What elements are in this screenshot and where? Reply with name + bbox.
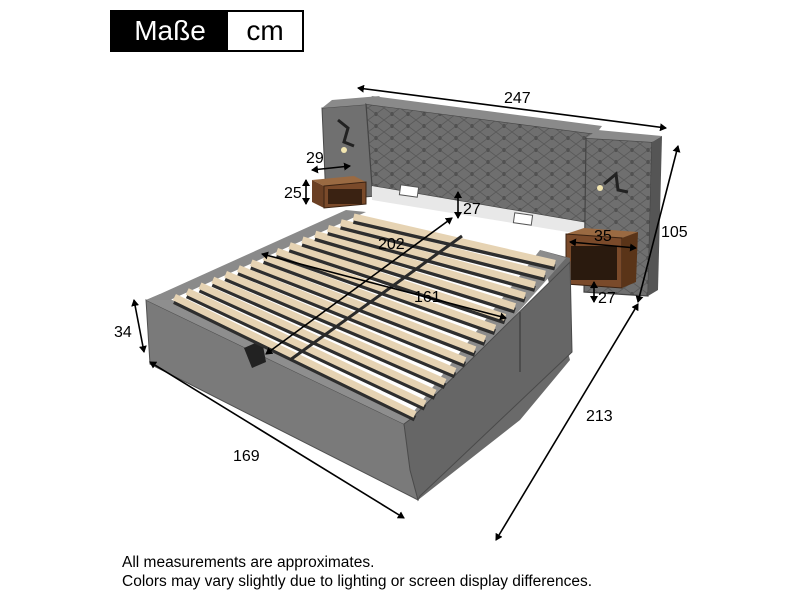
unit-label: cm	[228, 12, 302, 50]
dim-bed-width: 169	[233, 448, 260, 465]
dim-mattress-width: 161	[414, 289, 441, 306]
measurements-label: Maße	[112, 12, 228, 50]
dimension-lines	[131, 84, 681, 541]
left-floating-shelf	[312, 176, 367, 209]
dim-total-length: 213	[586, 408, 613, 425]
dim-shelf-width: 29	[306, 150, 324, 167]
dim-frame-height: 34	[114, 324, 132, 341]
reading-lamp-icon	[337, 118, 355, 148]
reading-lamp-icon	[603, 171, 629, 194]
dim-nightstand-height: 27	[598, 290, 616, 307]
note-colors: Colors may vary slightly due to lighting…	[122, 573, 593, 590]
dim-headboard-height: 105	[661, 224, 688, 241]
dim-headboard-gap: 27	[463, 201, 481, 218]
note-measurements: All measurements are approximates.	[122, 554, 375, 571]
units-header: Maße cm	[110, 10, 304, 52]
dim-shelf-height: 25	[284, 185, 302, 202]
disclaimer-notes: All measurements are approximates. Color…	[122, 553, 592, 591]
dim-total-width: 247	[504, 90, 531, 107]
storage-handle	[244, 340, 266, 368]
central-headboard	[365, 96, 602, 236]
dim-nightstand-width: 35	[594, 228, 612, 245]
dim-mattress-length: 202	[378, 236, 405, 253]
